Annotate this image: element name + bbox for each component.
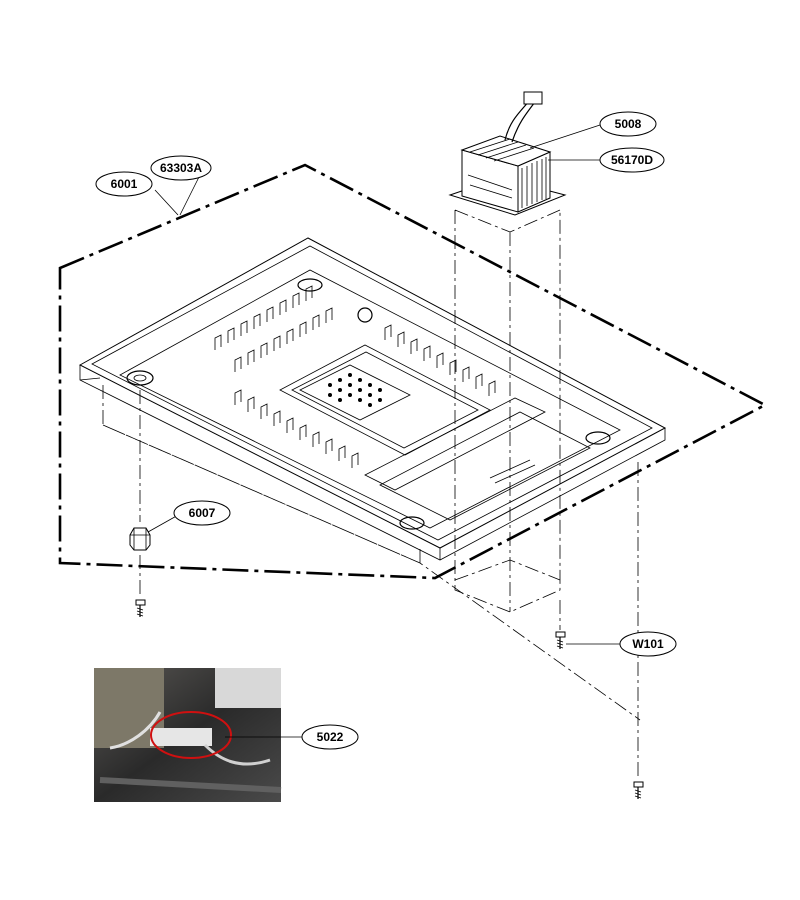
wiring-photo-inset [94,668,282,802]
callout-W101: W101 [619,631,677,657]
projection-lower [102,385,641,721]
callout-63303A: 63303A [150,155,212,181]
vent-slots [214,285,359,468]
transformer [448,91,567,216]
outline-6001 [58,163,768,580]
svg-text:5008: 5008 [615,117,642,131]
vent-slots-right [384,324,496,396]
svg-text:6007: 6007 [189,506,216,520]
highlight-ring [150,711,232,759]
leader-lines [147,124,627,738]
base-plate [78,237,667,561]
callout-6007: 6007 [173,500,231,526]
svg-text:63303A: 63303A [160,161,202,175]
svg-text:56170D: 56170D [611,153,653,167]
screw-left [135,599,146,617]
callout-56170D: 56170D [599,147,665,173]
svg-text:5022: 5022 [317,730,344,744]
callout-5022: 5022 [301,724,359,750]
svg-text:6001: 6001 [111,177,138,191]
callout-5008: 5008 [599,111,657,137]
callout-6001: 6001 [95,171,153,197]
projection-transformer [454,209,561,613]
perforation-grid [328,373,382,407]
svg-text:W101: W101 [632,637,664,651]
screw-w101 [555,631,566,649]
rubber-foot [129,527,151,551]
screw-bottom [633,781,644,799]
